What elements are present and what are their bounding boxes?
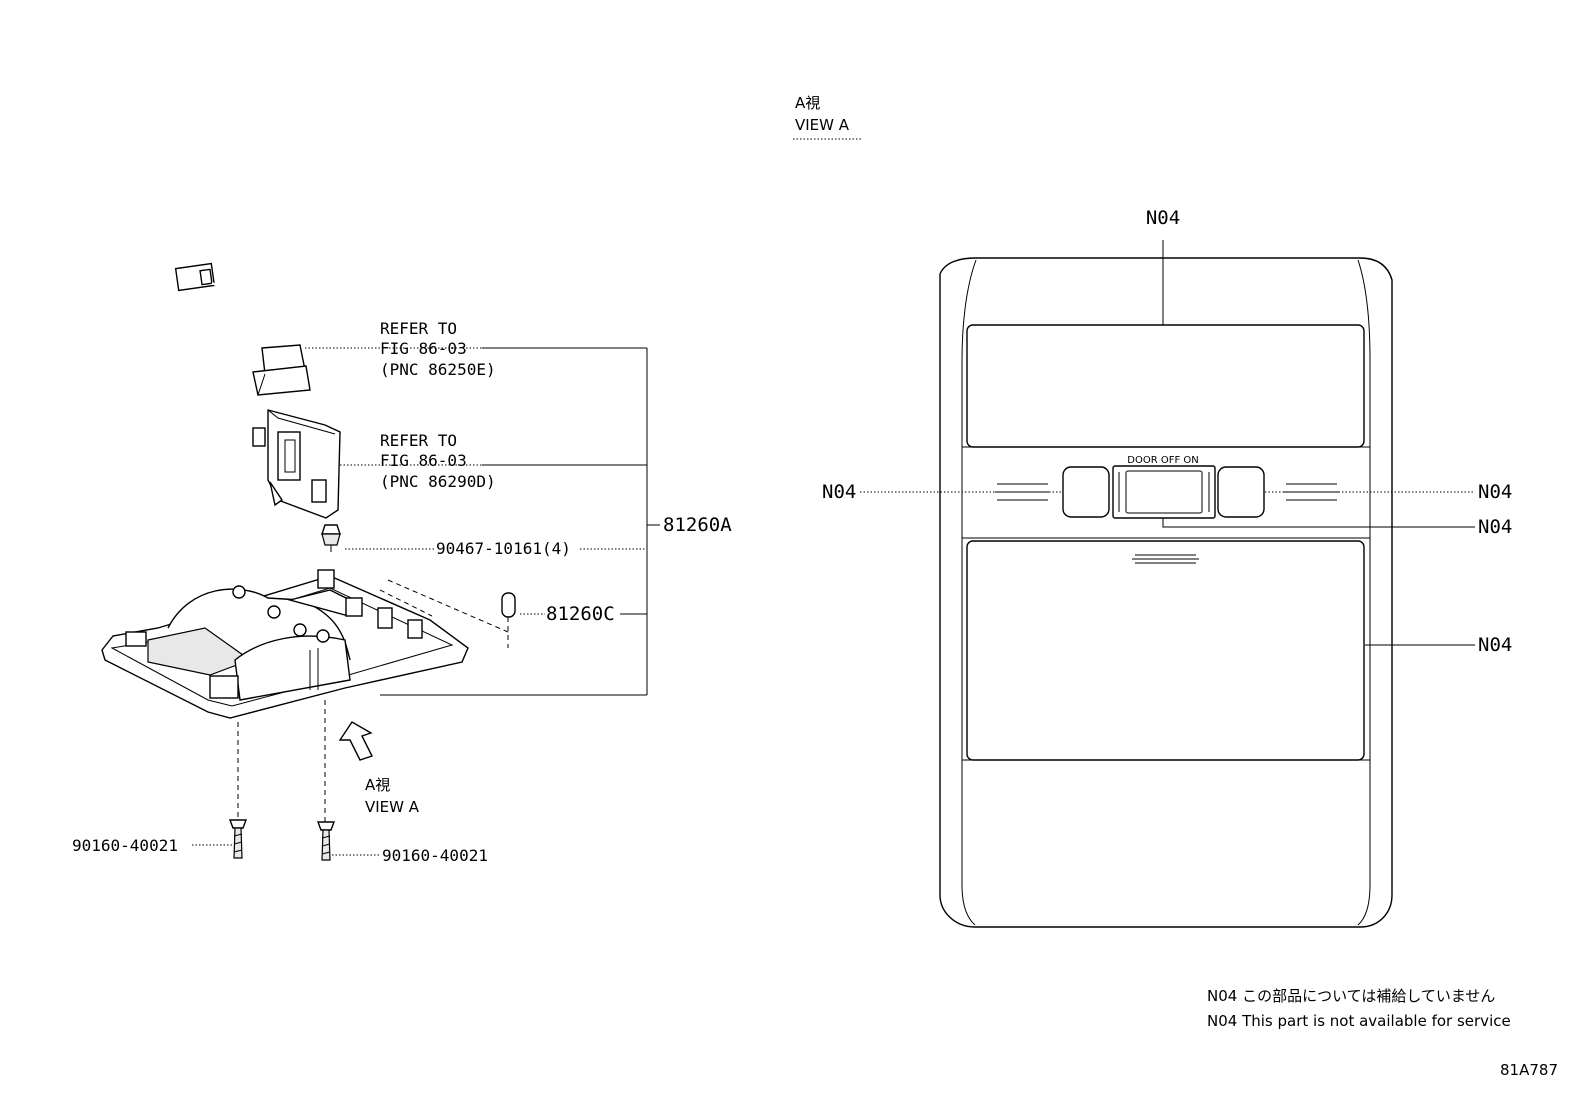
figure-code: 81A787 xyxy=(1500,1061,1558,1079)
lower-lens xyxy=(966,540,1365,761)
harness-connector-part xyxy=(174,262,311,396)
refer1-line1: REFER TO xyxy=(380,319,457,338)
door-switch xyxy=(1112,465,1216,519)
note-jp: N04 この部品については補給していません xyxy=(1207,987,1495,1005)
refer1-line2: FIG 86-03 xyxy=(380,339,467,358)
refer1-line3: (PNC 86250E) xyxy=(380,360,496,379)
view-title-en: VIEW A xyxy=(795,116,850,134)
view-title-jp: A視 xyxy=(795,94,820,112)
refer2-line3: (PNC 86290D) xyxy=(380,472,496,491)
bulb-part xyxy=(501,592,516,648)
view-a-arrow-icon xyxy=(338,721,373,761)
clip-part xyxy=(321,524,341,552)
clip-part-number: 90467-10161(4) xyxy=(436,539,571,558)
bulb-part-number: 81260C xyxy=(546,603,615,625)
n04-label-right-upper: N04 xyxy=(1478,481,1512,503)
view-arrow-en: VIEW A xyxy=(365,798,420,816)
right-map-button xyxy=(1217,466,1265,518)
n04-label-right-lower: N04 xyxy=(1478,634,1512,656)
assembly-part-number: 81260A xyxy=(663,514,732,536)
n04-label-right-middle: N04 xyxy=(1478,516,1512,538)
left-map-button xyxy=(1062,466,1110,518)
n04-label-left: N04 xyxy=(822,481,856,503)
screw-left-part xyxy=(228,819,248,859)
view-a-lamp-face xyxy=(939,257,1393,928)
refer2-line2: FIG 86-03 xyxy=(380,451,467,470)
switch-module-part xyxy=(252,409,341,519)
screw-right-part xyxy=(316,821,336,861)
screw-right-part-number: 90160-40021 xyxy=(382,846,488,865)
screw-left-part-number: 90160-40021 xyxy=(72,836,178,855)
refer2-line1: REFER TO xyxy=(380,431,457,450)
lamp-housing-part xyxy=(101,569,469,719)
view-arrow-jp: A視 xyxy=(365,776,390,794)
leader-n04-right-middle xyxy=(1162,518,1475,528)
note-en: N04 This part is not available for servi… xyxy=(1207,1012,1511,1030)
switch-positions-label: DOOR OFF ON xyxy=(1127,455,1198,466)
bulb-guide-line-2 xyxy=(379,589,433,617)
bulb-guide-line xyxy=(387,579,509,633)
upper-lens xyxy=(966,324,1365,448)
n04-label-top: N04 xyxy=(1146,207,1180,229)
